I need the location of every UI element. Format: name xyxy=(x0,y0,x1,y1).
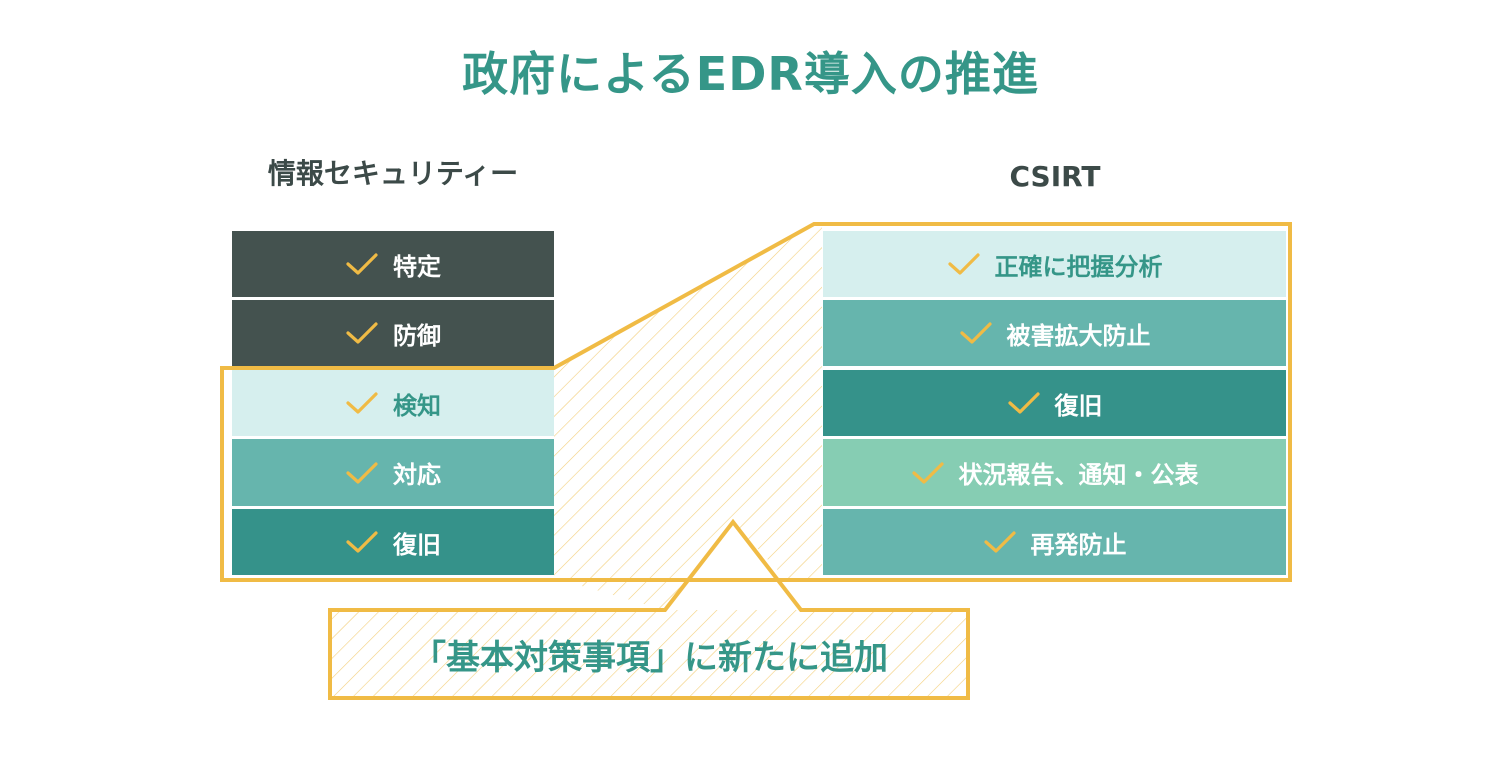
left-item: 復旧 xyxy=(232,509,554,575)
callout-outline xyxy=(328,518,970,700)
right-item: 復旧 xyxy=(823,370,1286,436)
right-item: 状況報告、通知・公表 xyxy=(823,439,1286,506)
left-item: 検知 xyxy=(232,370,554,436)
left-item-label: 対応 xyxy=(393,461,441,489)
check-icon xyxy=(345,320,379,346)
page-title: 政府によるEDR導入の推進 xyxy=(462,47,1039,101)
right-item-label: 状況報告、通知・公表 xyxy=(958,461,1199,489)
right-item-label: 被害拡大防止 xyxy=(1006,321,1151,350)
highlight-outline xyxy=(220,222,1292,582)
left-item-label: 防御 xyxy=(393,321,441,350)
left-item-label: 検知 xyxy=(393,391,441,420)
check-icon xyxy=(345,251,379,277)
check-icon xyxy=(1007,390,1041,416)
check-icon xyxy=(345,390,379,416)
right-heading: CSIRT xyxy=(1009,160,1101,193)
right-item-label: 再発防止 xyxy=(1030,530,1127,559)
right-item-label: 復旧 xyxy=(1054,391,1103,420)
left-item-label: 特定 xyxy=(393,252,441,281)
right-item: 再発防止 xyxy=(823,509,1286,575)
left-item: 特定 xyxy=(232,231,554,297)
callout-hatch xyxy=(330,610,968,698)
callout-text: 「基本対策事項」に新たに追加 xyxy=(412,638,888,678)
check-icon xyxy=(345,460,379,486)
left-heading: 情報セキュリティー xyxy=(267,157,519,190)
right-item-label: 正確に把握分析 xyxy=(994,252,1163,281)
connector-hatch xyxy=(554,224,822,610)
check-icon xyxy=(911,460,945,486)
check-icon xyxy=(947,251,981,277)
left-item-label: 復旧 xyxy=(393,530,441,559)
check-icon xyxy=(983,529,1017,555)
right-item: 正確に把握分析 xyxy=(823,231,1286,297)
left-item: 防御 xyxy=(232,300,554,366)
check-icon xyxy=(345,529,379,555)
check-icon xyxy=(959,320,993,346)
right-item: 被害拡大防止 xyxy=(823,300,1286,366)
left-item: 対応 xyxy=(232,439,554,506)
